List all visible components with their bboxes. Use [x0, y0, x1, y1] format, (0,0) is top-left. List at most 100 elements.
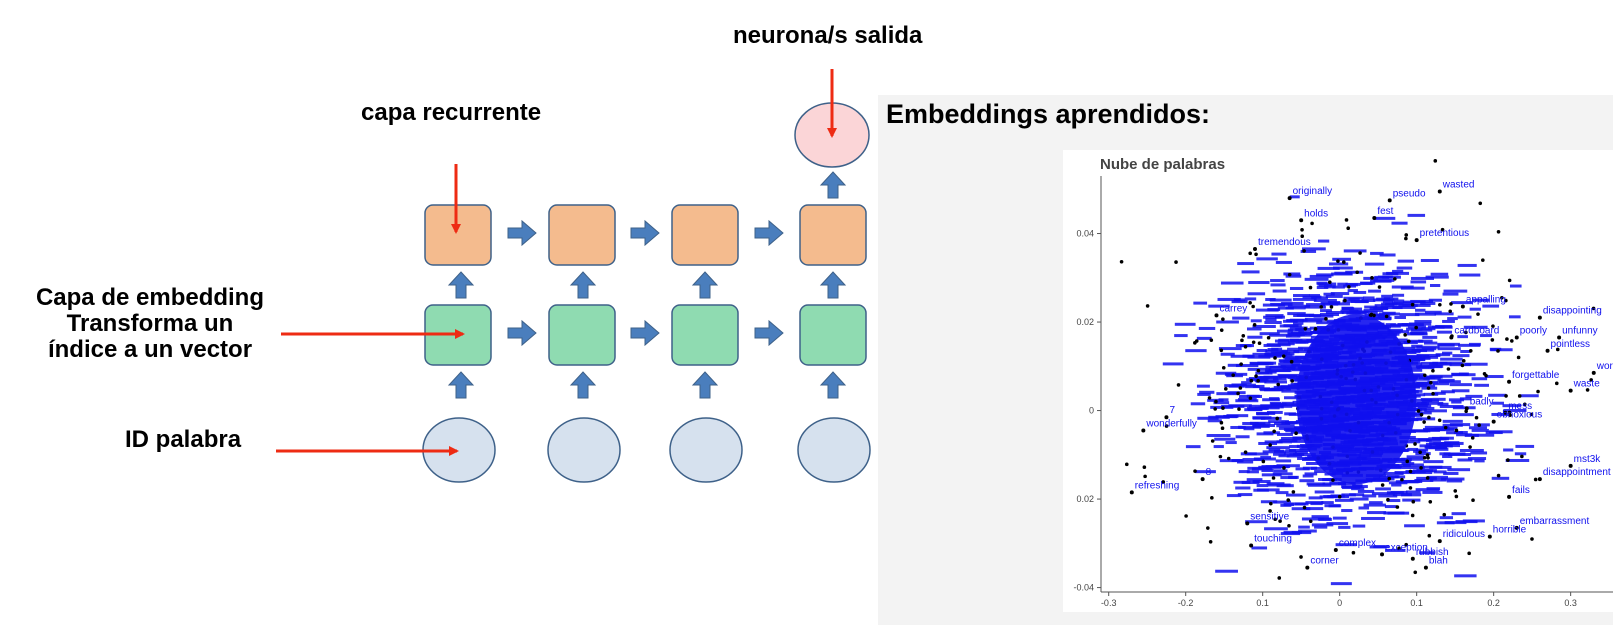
cloud-point	[1214, 399, 1218, 404]
cloud-word-mark	[1416, 417, 1436, 421]
cloud-word-mark	[1382, 272, 1399, 276]
input-word-node-4	[797, 417, 871, 483]
cloud-word-mark	[1241, 481, 1260, 485]
cloud-word-mark	[1247, 466, 1271, 470]
cloud-word-mark	[1237, 460, 1254, 464]
cloud-point	[1387, 476, 1392, 481]
up-arrow-icon	[691, 371, 719, 399]
word-label: tremendous	[1258, 237, 1311, 248]
cloud-word-mark	[1281, 436, 1302, 440]
cloud-word-mark	[1265, 317, 1277, 321]
cloud-point	[1413, 570, 1418, 575]
cloud-word-mark	[1379, 475, 1399, 479]
cloud-point	[1426, 455, 1430, 460]
cloud-word-mark	[1235, 486, 1251, 490]
word-label: wonderfully	[1145, 418, 1197, 429]
cloud-point	[1500, 295, 1504, 300]
cloud-word-mark	[1443, 289, 1468, 293]
cloud-point	[1517, 394, 1522, 398]
cloud-word-mark	[1470, 451, 1488, 455]
cloud-word-mark	[1457, 315, 1472, 319]
cloud-point	[1142, 465, 1147, 470]
cloud-word-mark	[1207, 419, 1222, 423]
up-arrow-icon	[819, 371, 847, 399]
cloud-word-mark	[1440, 390, 1455, 394]
embedding-layer-label: Capa de embedding Transforma un índice a…	[16, 285, 284, 363]
cloud-point	[1218, 454, 1223, 459]
cloud-word-mark	[1286, 386, 1300, 390]
cloud-word-mark	[1473, 423, 1490, 427]
cloud-word-mark	[1457, 335, 1468, 339]
cloud-word-mark	[1503, 448, 1514, 452]
cloud-word-mark	[1503, 408, 1527, 412]
cloud-word-mark	[1308, 496, 1323, 500]
cloud-point	[1418, 450, 1422, 455]
cloud-word-mark	[1488, 393, 1507, 397]
cloud-word-mark	[1380, 306, 1403, 310]
cloud-word-mark	[1314, 525, 1328, 529]
cloud-word-mark	[1509, 284, 1522, 288]
cloud-word-mark	[1352, 524, 1366, 528]
cloud-point	[1336, 259, 1340, 263]
cloud-word-mark	[1414, 312, 1436, 316]
cloud-point	[1268, 443, 1272, 447]
cloud-word-mark	[1292, 436, 1311, 440]
cloud-point	[1294, 431, 1298, 436]
cloud-point	[1231, 373, 1235, 377]
cloud-word-mark	[1206, 434, 1231, 438]
cloud-point	[1589, 378, 1594, 382]
cloud-point	[1405, 459, 1410, 464]
right-arrow-icon	[507, 319, 537, 347]
word-label: exception	[1385, 542, 1428, 553]
cloud-word-mark	[1369, 307, 1389, 311]
cloud-point	[1219, 328, 1224, 332]
cloud-word-mark	[1217, 297, 1241, 301]
cloud-word-mark	[1401, 323, 1424, 327]
cloud-word-mark	[1438, 380, 1461, 384]
cloud-point	[1282, 466, 1286, 470]
cloud-point	[1504, 298, 1508, 303]
cloud-word-mark	[1410, 331, 1427, 335]
cloud-word-mark	[1289, 378, 1306, 382]
cloud-word-mark	[1407, 404, 1432, 408]
cloud-word-mark	[1274, 315, 1285, 319]
cloud-point	[1520, 454, 1524, 459]
word-label: mess	[1508, 401, 1532, 412]
cloud-word-mark	[1264, 320, 1282, 324]
cloud-word-mark	[1289, 326, 1308, 330]
cloud-word-mark	[1257, 362, 1274, 366]
cloud-word-mark	[1241, 381, 1252, 385]
cloud-word-mark	[1230, 425, 1246, 429]
cloud-word-mark	[1358, 506, 1370, 510]
cloud-word-mark	[1429, 284, 1441, 288]
cloud-word-mark	[1423, 428, 1440, 432]
cloud-word-mark	[1208, 304, 1230, 308]
cloud-point	[1145, 304, 1150, 308]
cloud-point	[1440, 227, 1445, 232]
cloud-word-mark	[1492, 401, 1504, 405]
cloud-word-mark	[1389, 458, 1412, 462]
cloud-point	[1226, 456, 1231, 461]
word-point	[1537, 477, 1542, 482]
cloud-word-mark	[1248, 377, 1267, 381]
cloud-word-mark	[1261, 473, 1282, 477]
cloud-point	[1286, 498, 1291, 502]
cloud-word-mark	[1261, 468, 1274, 472]
y-tick-label: 0.02	[1076, 317, 1094, 327]
cloud-point	[1143, 474, 1147, 479]
cloud-word-mark	[1226, 494, 1242, 498]
cloud-point	[1504, 394, 1508, 398]
cloud-word-mark	[1457, 263, 1477, 267]
cloud-word-mark	[1423, 460, 1444, 464]
recurrent-layer-label: capa recurrente	[361, 99, 542, 126]
cloud-word-mark	[1469, 307, 1481, 311]
cloud-word-mark	[1289, 338, 1312, 342]
cloud-word-mark	[1287, 347, 1304, 351]
cloud-word-mark	[1418, 376, 1436, 380]
cloud-point	[1358, 251, 1362, 255]
cloud-word-mark	[1365, 478, 1390, 482]
word-label: forgettable	[1512, 370, 1560, 381]
cloud-word-mark	[1379, 253, 1396, 257]
cloud-point	[1210, 439, 1215, 443]
